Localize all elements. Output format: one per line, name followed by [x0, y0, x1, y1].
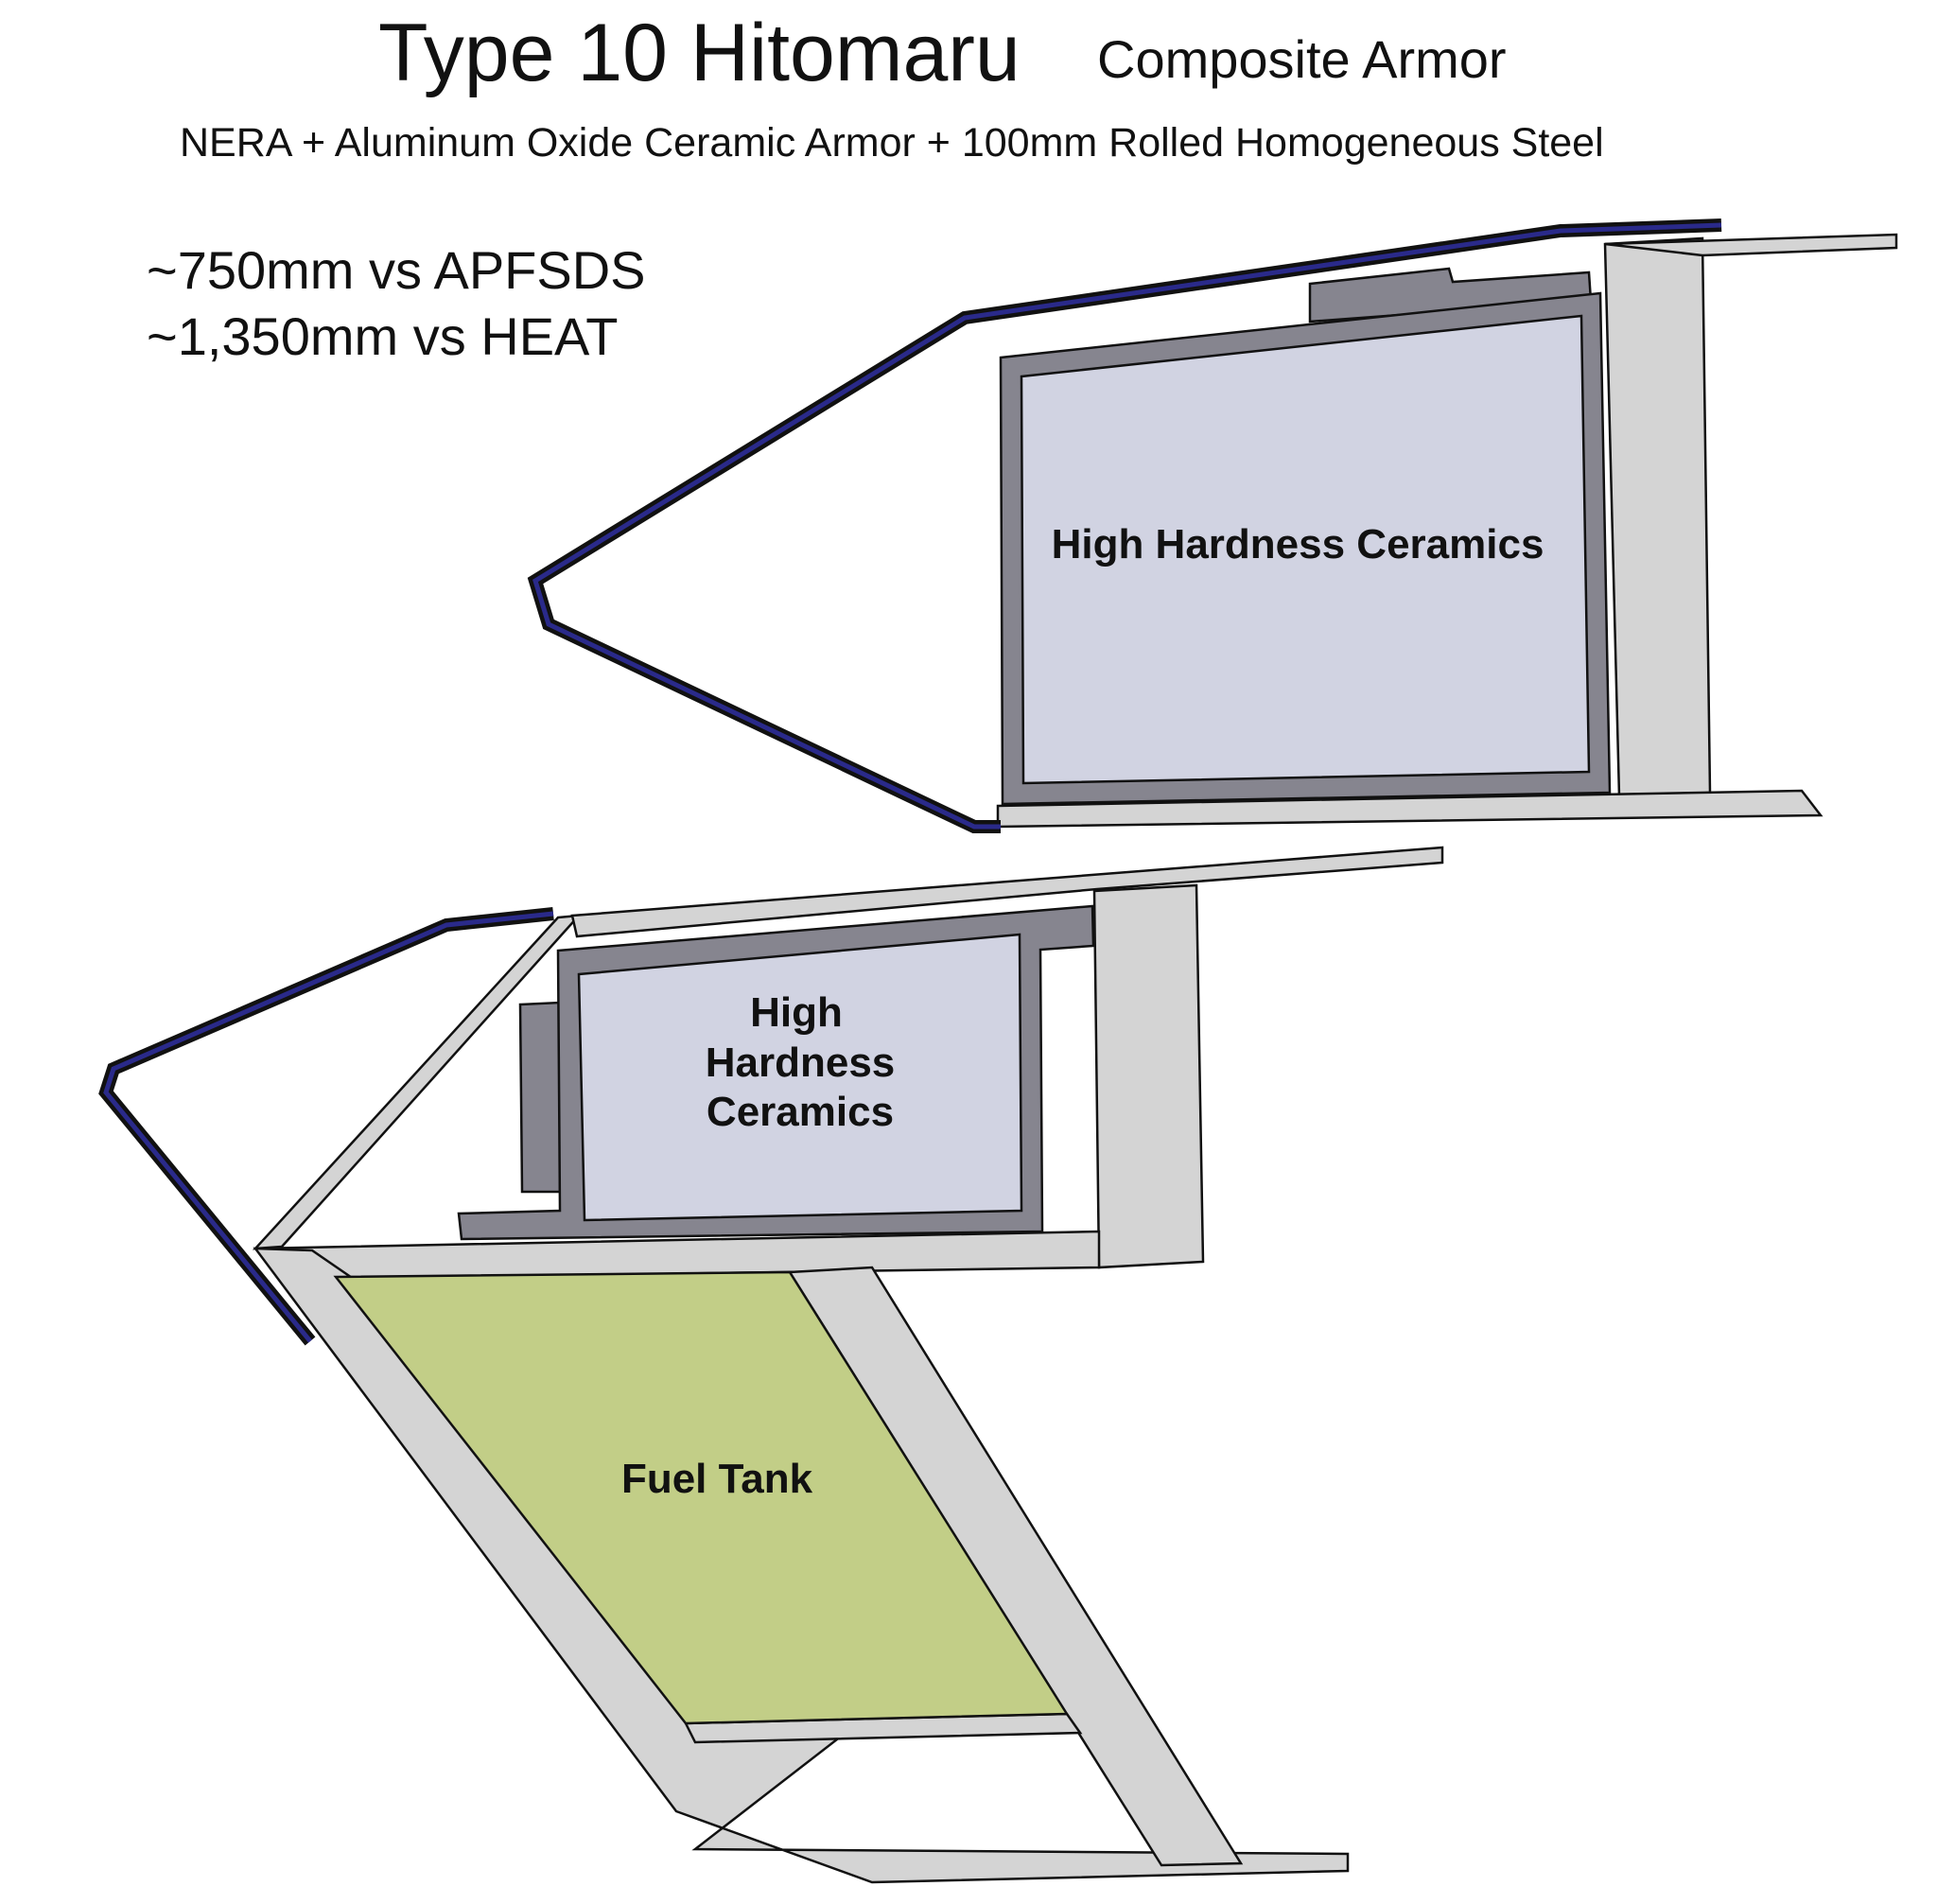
upper-ceramics-label: High Hardness Ceramics — [1052, 521, 1544, 568]
lower-ceramics — [577, 933, 1023, 1222]
diagram-subtitle: NERA + Aluminum Oxide Ceramic Armor + 10… — [180, 120, 1604, 166]
lower-armor-section: High Hardness Ceramics Fuel Tank — [98, 846, 1444, 1884]
upper-rear-steel-plate — [1603, 236, 1712, 798]
diagram-title: Type 10 Hitomaru — [378, 8, 1021, 98]
upper-ceramics — [1020, 314, 1591, 785]
lower-ceramics-label-line-2: Hardness — [706, 1039, 896, 1086]
lower-roof-plate — [570, 846, 1444, 938]
upper-ceramic-top-block — [1308, 267, 1593, 323]
upper-armor-section: High Hardness Ceramics — [527, 218, 1898, 833]
fuel-tank-label: Fuel Tank — [621, 1456, 813, 1502]
fuel-tank — [333, 1270, 1070, 1725]
lower-ceramics-label-line-3: Ceramics — [707, 1089, 894, 1135]
upper-nera-core — [532, 222, 1722, 830]
lower-rear-steel-plate — [1092, 883, 1205, 1269]
lower-ceramics-label-line-1: High — [750, 989, 843, 1036]
heat-protection: ~1,350mm vs HEAT — [147, 306, 618, 366]
lower-nera-core — [103, 911, 554, 1343]
upper-floor-plate — [996, 789, 1824, 829]
upper-roof-plate — [1604, 233, 1898, 257]
lower-ceramic-side-block — [518, 1001, 562, 1194]
apfsds-protection: ~750mm vs APFSDS — [147, 240, 646, 300]
diagram-title-secondary: Composite Armor — [1097, 29, 1507, 89]
lower-floor-plate — [254, 1230, 1101, 1281]
